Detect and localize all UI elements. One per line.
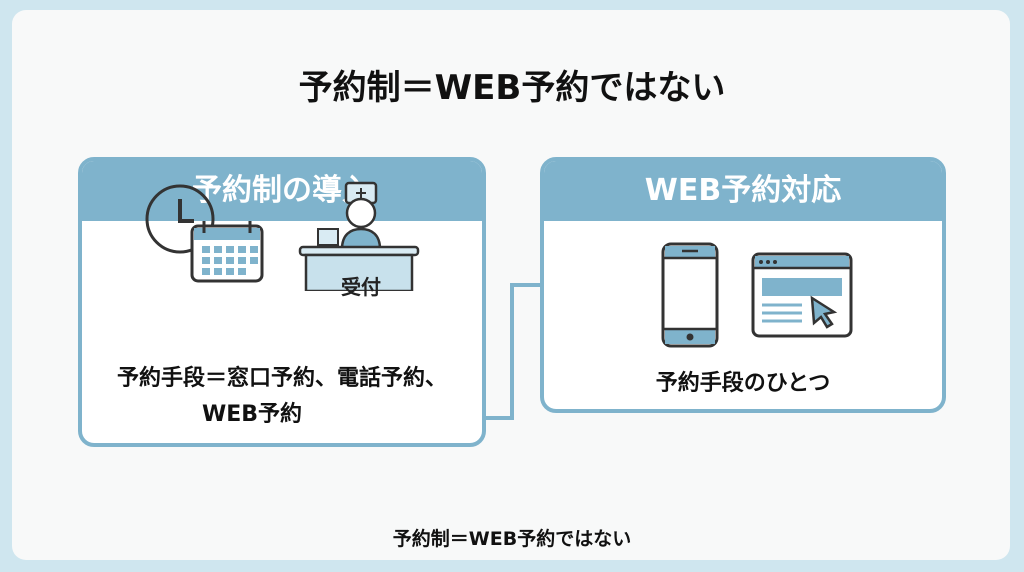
footer-caption: 予約制＝WEB予約ではない bbox=[392, 528, 632, 550]
methods-line-2: WEB予約 bbox=[201, 402, 303, 427]
smartphone-icon bbox=[661, 242, 719, 348]
methods-line-1: 予約手段＝窓口予約、電話予約、 bbox=[116, 366, 447, 391]
web-caption: 予約手段のひとつ bbox=[655, 371, 831, 396]
box-header: 予約制の導入 bbox=[82, 161, 482, 221]
box-header: WEB予約対応 bbox=[544, 161, 942, 221]
web-reservation-box: WEB予約対応 予約手段のひとつ bbox=[540, 157, 946, 413]
reservation-system-box: 予約制の導入 受付 予約手段＝窓口予約、電話予約、 WEB予約 bbox=[78, 157, 486, 447]
reception-desk-icon bbox=[298, 181, 420, 291]
browser-click-icon bbox=[751, 252, 853, 338]
clock-calendar-icon bbox=[145, 184, 264, 283]
page-title: 予約制＝WEB予約ではない bbox=[298, 68, 726, 108]
desk-label: 受付 bbox=[341, 275, 381, 299]
